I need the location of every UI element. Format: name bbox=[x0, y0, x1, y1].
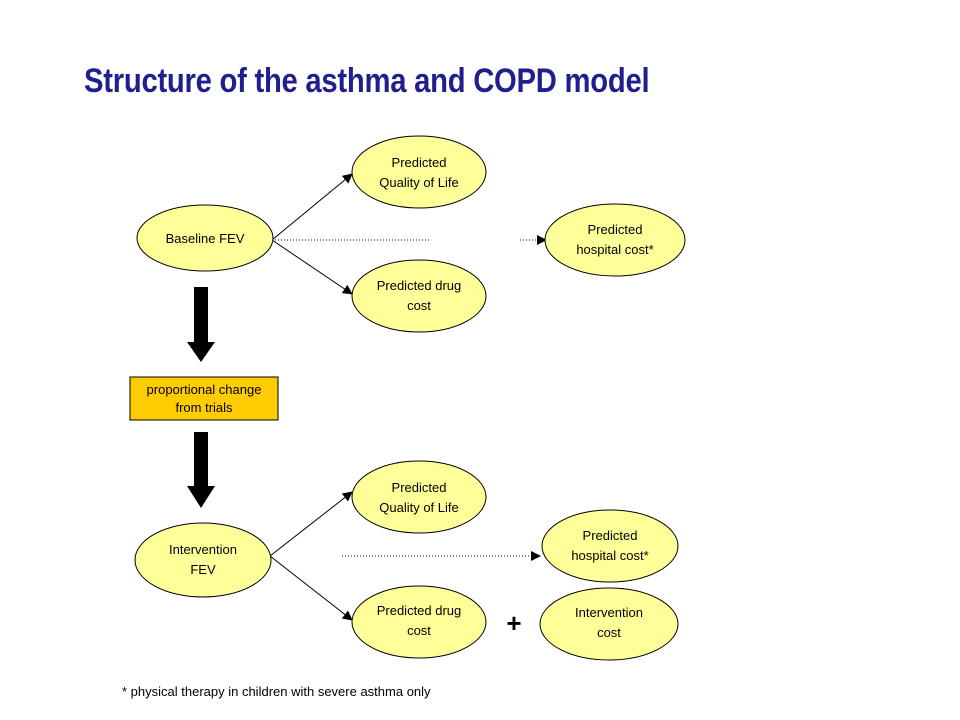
node-intervention-cost: Intervention cost bbox=[539, 587, 679, 661]
node-drug-bottom-line2: cost bbox=[407, 623, 431, 638]
node-baseline-fev-line1: Baseline FEV bbox=[166, 231, 245, 246]
node-drug-bottom: Predicted drug cost bbox=[351, 585, 487, 659]
node-hosp-top-line1: Predicted bbox=[588, 222, 643, 237]
node-qol-top: Predicted Quality of Life bbox=[351, 135, 487, 209]
node-drug-top: Predicted drug cost bbox=[351, 259, 487, 333]
node-proportional-change-line1: proportional change bbox=[147, 382, 262, 397]
arrow-baseline-to-qol bbox=[271, 173, 353, 241]
svg-text:+: + bbox=[506, 608, 521, 638]
plus-symbol: + bbox=[506, 608, 521, 638]
down-arrow-top bbox=[187, 287, 215, 362]
node-qol-bottom-line2: Quality of Life bbox=[379, 500, 459, 515]
node-intervention-fev-line1: Intervention bbox=[169, 542, 237, 557]
node-drug-bottom-line1: Predicted drug bbox=[377, 603, 462, 618]
node-proportional-change-line2: from trials bbox=[175, 400, 233, 415]
node-intervention-cost-line2: cost bbox=[597, 625, 621, 640]
node-hosp-top: Predicted hospital cost* bbox=[544, 203, 686, 277]
page-title: Structure of the asthma and COPD model bbox=[84, 62, 650, 100]
node-qol-top-line2: Quality of Life bbox=[379, 175, 459, 190]
arrow-intervention-to-drug bbox=[269, 555, 353, 621]
node-intervention-fev-line2: FEV bbox=[190, 562, 216, 577]
node-qol-bottom-line1: Predicted bbox=[392, 480, 447, 495]
arrow-intervention-to-qol bbox=[269, 491, 353, 557]
node-drug-top-line2: cost bbox=[407, 298, 431, 313]
node-intervention-cost-line1: Intervention bbox=[575, 605, 643, 620]
node-baseline-fev: Baseline FEV bbox=[136, 204, 274, 272]
node-intervention-fev: Intervention FEV bbox=[134, 522, 272, 598]
node-drug-top-line1: Predicted drug bbox=[377, 278, 462, 293]
arrow-baseline-to-drug bbox=[271, 239, 353, 295]
node-hosp-top-line2: hospital cost* bbox=[576, 242, 653, 257]
node-hosp-bottom-line2: hospital cost* bbox=[571, 548, 648, 563]
down-arrow-bottom bbox=[187, 432, 215, 508]
node-hosp-bottom-line1: Predicted bbox=[583, 528, 638, 543]
node-proportional-change: proportional change from trials bbox=[129, 376, 279, 421]
footnote: * physical therapy in children with seve… bbox=[122, 684, 431, 699]
node-hosp-bottom: Predicted hospital cost* bbox=[541, 509, 679, 583]
node-qol-top-line1: Predicted bbox=[392, 155, 447, 170]
node-qol-bottom: Predicted Quality of Life bbox=[351, 460, 487, 534]
